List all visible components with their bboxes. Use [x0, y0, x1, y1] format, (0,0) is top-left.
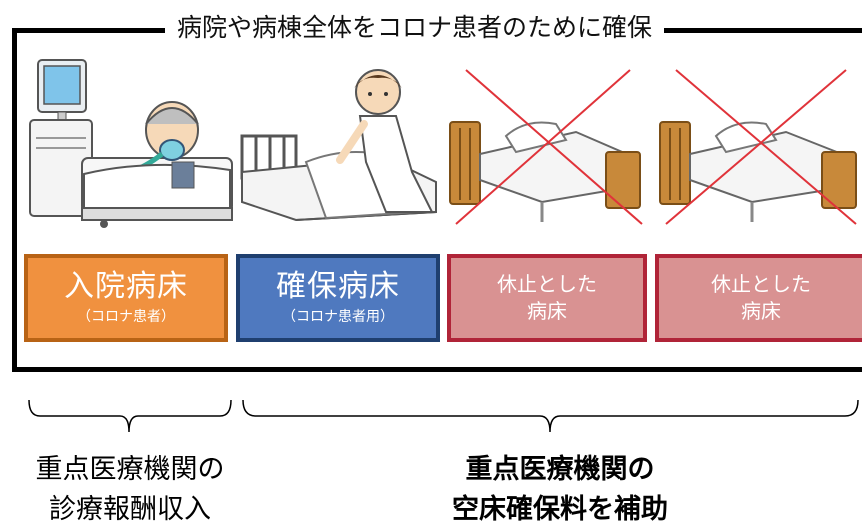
- box-suspended-2-line1: 休止とした: [711, 272, 811, 296]
- label-right-line2: 空床確保料を補助: [452, 494, 668, 525]
- closed-bed-illustration-1: [449, 69, 643, 225]
- closed-bed-illustration-2: [659, 69, 857, 225]
- label-vacant-bed-subsidy: 重点医療機関の 空床確保料を補助: [375, 450, 745, 530]
- patient-ventilator-illustration: [29, 59, 233, 228]
- box-suspended-2-line2: 病床: [741, 299, 781, 323]
- box-inpatient-sub: （コロナ患者）: [77, 309, 175, 325]
- box-suspended-1-line1: 休止とした: [497, 272, 597, 296]
- box-suspended-beds-1: 休止とした 病床: [447, 254, 647, 342]
- box-inpatient-main: 入院病床: [64, 269, 188, 304]
- box-reserved-beds: 確保病床 （コロナ患者用）: [236, 254, 440, 342]
- label-medical-fee-income: 重点医療機関の 診療報酬収入: [0, 450, 260, 530]
- nurse-bed-illustration: [240, 69, 437, 222]
- box-reserved-main: 確保病床: [276, 269, 400, 304]
- label-left-line2: 診療報酬収入: [49, 494, 211, 525]
- box-inpatient-beds: 入院病床 （コロナ患者）: [24, 254, 228, 342]
- label-right-line1: 重点医療機関の: [465, 454, 655, 485]
- label-left-line1: 重点医療機関の: [35, 454, 225, 485]
- left-brace: [28, 399, 232, 433]
- diagram-title: 病院や病棟全体をコロナ患者のために確保: [165, 8, 665, 48]
- box-suspended-beds-2: 休止とした 病床: [655, 254, 862, 342]
- right-brace: [242, 399, 859, 433]
- box-reserved-sub: （コロナ患者用）: [282, 309, 394, 325]
- box-suspended-1-line2: 病床: [527, 299, 567, 323]
